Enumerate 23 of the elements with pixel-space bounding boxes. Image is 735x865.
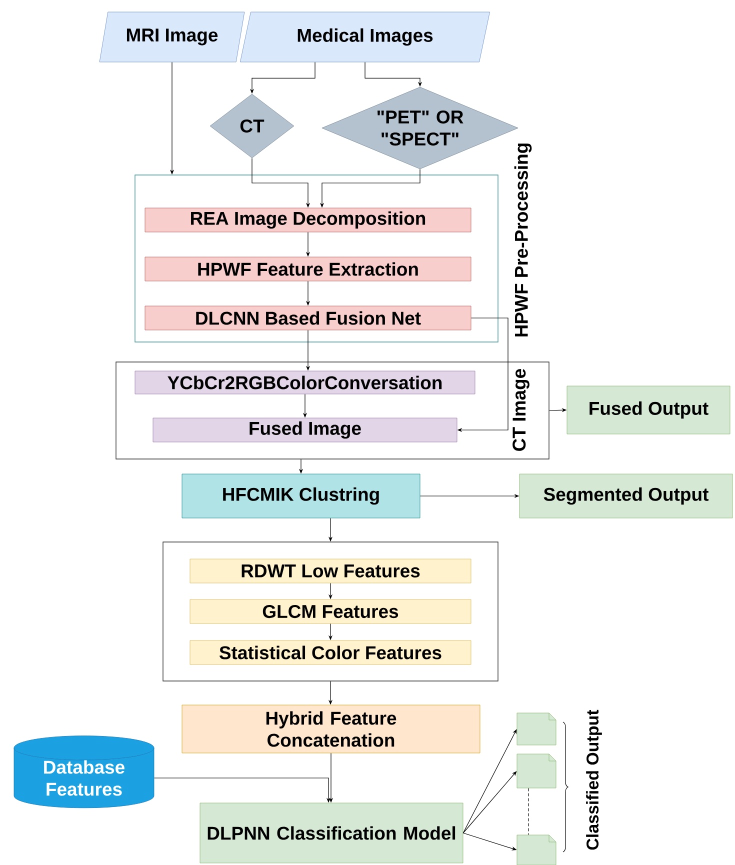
bracket-label: Classified Output [586, 710, 602, 850]
process-box: RDWT Low Features [190, 558, 472, 584]
output-box: Fused Output [566, 386, 730, 434]
process-box: HFCMIK Clustring [182, 474, 420, 518]
process-box: Fused Image [152, 418, 458, 442]
process-box: REA Image Decomposition [144, 208, 472, 232]
document-icon [516, 834, 556, 865]
document-icon [516, 712, 556, 746]
arrow [462, 729, 517, 834]
process-box: GLCM Features [190, 599, 472, 624]
document-icon [516, 754, 556, 788]
process-box: DLCNN Based Fusion Net [144, 306, 472, 330]
process-box: Statistical Color Features [190, 640, 472, 665]
process-box: DLPNN Classification Model [200, 802, 464, 864]
process-box: Hybrid Feature Concatenation [182, 704, 480, 754]
output-box: Segmented Output [519, 474, 733, 518]
connector-line [528, 788, 529, 836]
process-box: HPWF Feature Extraction [144, 256, 472, 282]
database-cylinder: Database Features [14, 736, 154, 808]
input-parallelogram: MRI Image [99, 12, 245, 62]
input-parallelogram: Medical Images [240, 12, 490, 62]
process-box: YCbCr2RGBColorConversation [134, 370, 476, 394]
arrow [462, 771, 517, 834]
